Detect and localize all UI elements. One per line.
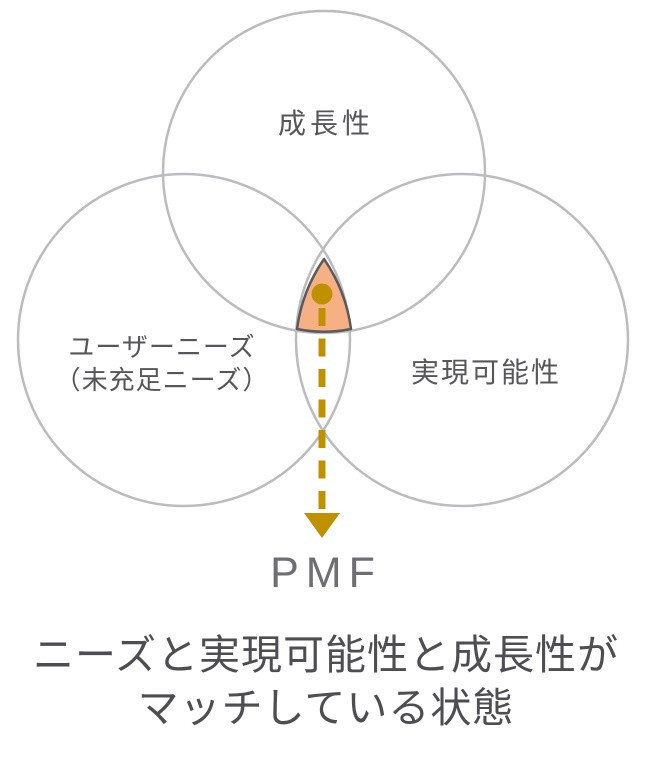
feasibility-circle [294, 172, 630, 508]
caption-line2: マッチしている状態 [137, 685, 515, 731]
user-needs-label-line2: （未充足ニーズ） [54, 365, 270, 395]
caption-line1: ニーズと実現可能性と成長性が [33, 632, 619, 678]
diagram-caption: ニーズと実現可能性と成長性が マッチしている状態 [0, 629, 652, 735]
user-needs-label-line1: ユーザーニーズ [68, 332, 256, 362]
growth-circle-label: 成長性 [277, 108, 374, 139]
user-needs-circle-label: ユーザーニーズ （未充足ニーズ） [27, 331, 297, 397]
feasibility-circle-label: 実現可能性 [410, 357, 561, 388]
user-needs-circle [16, 172, 352, 508]
pmf-label: PMF [270, 549, 382, 597]
pmf-marker-dot-icon [311, 283, 333, 305]
pmf-arrow-head-icon [304, 513, 340, 538]
